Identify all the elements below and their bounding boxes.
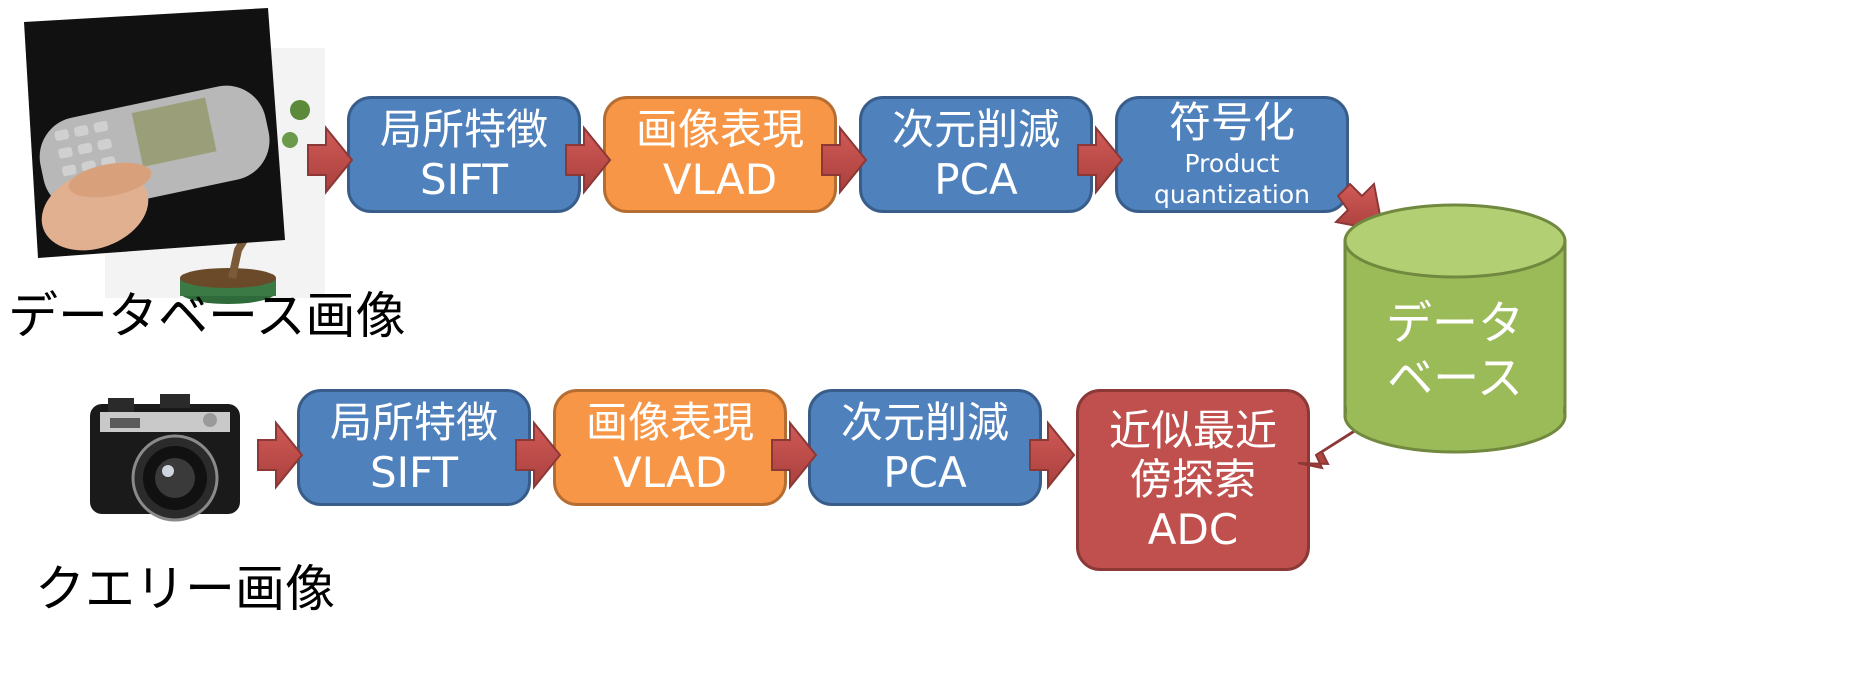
db-step-encoding: 符号化 Product quantization [1115, 96, 1349, 213]
database-image-caption: データベース画像 [8, 287, 406, 345]
arrow-db-3 [1077, 125, 1124, 195]
arrow-query-2 [771, 420, 818, 490]
database-label: データ ベース [1365, 296, 1545, 406]
query-step-dimension-reduction-subtitle: PCA [883, 447, 967, 497]
db-step-image-representation-title: 画像表現 [635, 104, 804, 154]
db-step-encoding-title: 符号化 [1168, 98, 1295, 148]
db-step-local-features: 局所特徴 SIFT [347, 96, 581, 213]
arrow-query-3 [1029, 420, 1076, 490]
query-step-local-features-title: 局所特徴 [329, 397, 498, 447]
arrow-db-0 [307, 125, 354, 195]
query-step-ann-search-line2: 傍探索 [1129, 455, 1256, 505]
query-step-image-representation-subtitle: VLAD [612, 447, 728, 497]
db-step-dimension-reduction-subtitle: PCA [934, 154, 1018, 204]
query-step-dimension-reduction-title: 次元削減 [840, 397, 1009, 447]
db-step-image-representation-subtitle: VLAD [662, 154, 778, 204]
query-step-local-features: 局所特徴 SIFT [297, 389, 531, 506]
db-step-encoding-subtitle-1: Product [1184, 149, 1280, 179]
query-image-caption: クエリー画像 [35, 560, 335, 618]
db-step-local-features-subtitle: SIFT [419, 154, 509, 204]
arrow-query-1 [515, 420, 562, 490]
database-label-line2: ベース [1387, 351, 1523, 406]
query-step-ann-search-line1: 近似最近 [1108, 405, 1277, 455]
database-cylinder [1343, 203, 1567, 454]
query-step-ann-search-line3: ADC [1147, 504, 1239, 554]
arrow-query-0 [257, 420, 304, 490]
query-step-dimension-reduction: 次元削減 PCA [808, 389, 1042, 506]
arrow-db-1 [565, 125, 612, 195]
database-photo [24, 8, 325, 304]
query-step-ann-search: 近似最近 傍探索 ADC [1076, 389, 1310, 571]
query-step-image-representation: 画像表現 VLAD [553, 389, 787, 506]
query-step-image-representation-title: 画像表現 [585, 397, 754, 447]
db-step-dimension-reduction-title: 次元削減 [891, 104, 1060, 154]
query-photo [90, 394, 240, 522]
db-step-encoding-subtitle-2: quantization [1154, 180, 1310, 210]
arrow-db-2 [821, 125, 868, 195]
db-step-image-representation: 画像表現 VLAD [603, 96, 837, 213]
db-step-local-features-title: 局所特徴 [379, 104, 548, 154]
db-step-dimension-reduction: 次元削減 PCA [859, 96, 1093, 213]
query-step-local-features-subtitle: SIFT [369, 447, 459, 497]
database-label-line1: データ [1386, 296, 1524, 350]
